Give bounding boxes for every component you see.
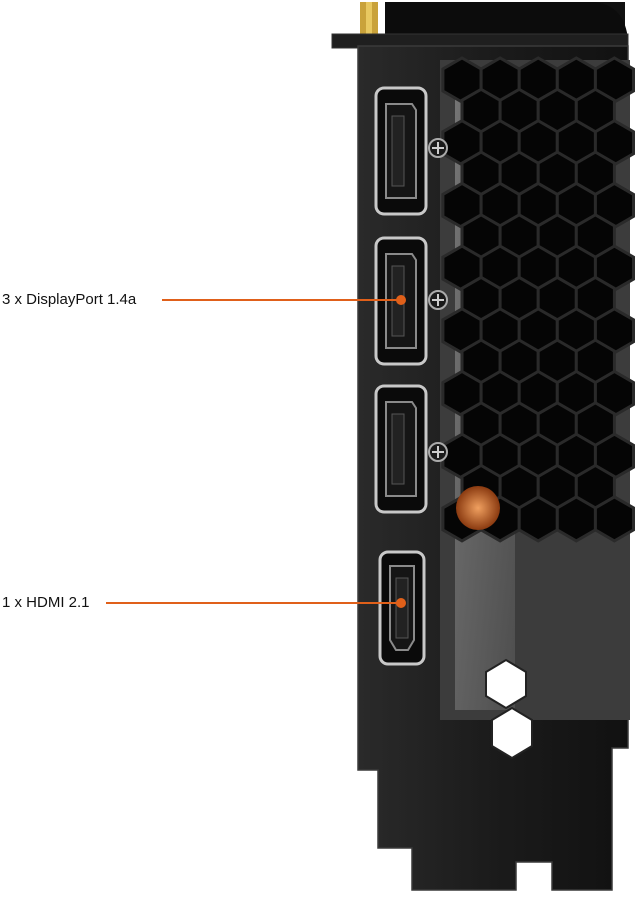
vent-hexagon [517, 495, 559, 543]
displayport-callout-label: 3 x DisplayPort 1.4a [2, 291, 137, 308]
heatpipe [456, 486, 500, 530]
hdmi-callout-dot [396, 598, 406, 608]
vent-hexagon [555, 495, 597, 543]
displayport-callout-line [162, 299, 400, 301]
vent-hexagon [593, 495, 635, 543]
hdmi-callout-label: 1 x HDMI 2.1 [2, 594, 90, 611]
screw-icon [428, 442, 448, 462]
displayport-callout-dot [396, 295, 406, 305]
screw-icon [428, 290, 448, 310]
displayport-port [374, 384, 428, 514]
screw-icon [428, 138, 448, 158]
hdmi-callout-line [106, 602, 402, 604]
displayport-port [374, 86, 428, 216]
hdmi-port [378, 550, 426, 666]
vent-hexagon [441, 56, 635, 543]
